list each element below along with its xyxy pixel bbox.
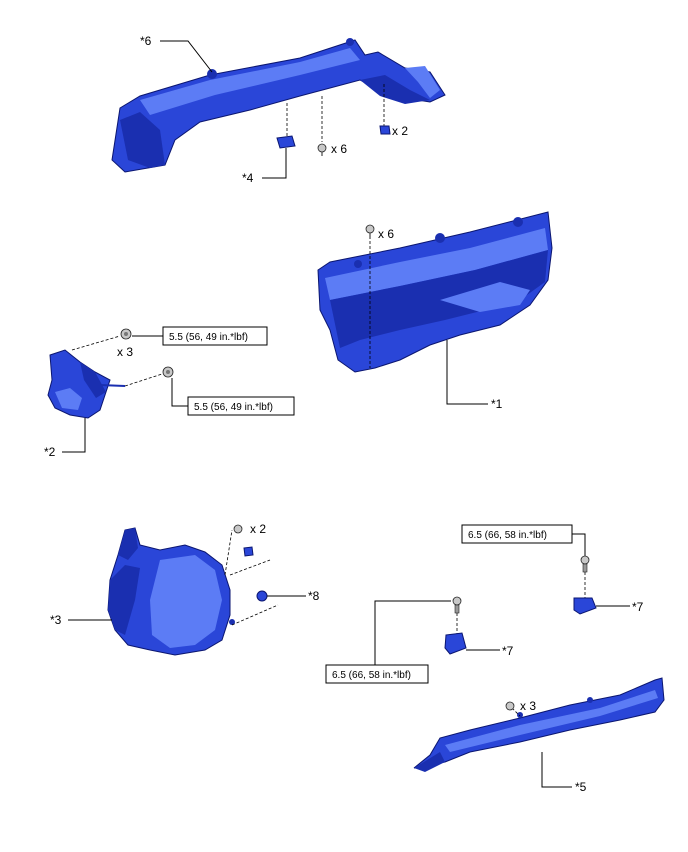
label-part-1: *1 — [491, 397, 503, 411]
part-7-bracket-upper — [573, 597, 597, 615]
quantity-sill-clip: x 3 — [520, 699, 536, 713]
quantity-top-clip: x 2 — [392, 124, 408, 138]
bolt-upper — [580, 555, 590, 573]
torque-box-2 — [187, 396, 295, 416]
quantity-side-clip: x 2 — [250, 522, 266, 536]
label-part-3: *3 — [50, 613, 62, 627]
quantity-top-screw: x 6 — [331, 142, 347, 156]
label-part-5: *5 — [575, 780, 587, 794]
part-3-quarter-cover — [107, 527, 235, 656]
label-part-4: *4 — [242, 171, 254, 185]
clip-fastener — [379, 125, 391, 135]
part-6-cross-member — [111, 38, 446, 173]
part-2-bracket — [47, 349, 126, 419]
bracket-bolt — [120, 328, 132, 340]
screw-fastener — [317, 143, 327, 156]
torque-spec-3: 6.5 (66, 58 in.*lbf) — [468, 530, 547, 541]
sill-clip — [505, 701, 515, 711]
bolt-lower — [452, 596, 462, 614]
part-4-clip — [276, 135, 296, 149]
label-part-6: *6 — [140, 34, 152, 48]
torque-spec-1: 5.5 (56, 49 in.*lbf) — [169, 332, 248, 343]
label-part-2: *2 — [44, 445, 56, 459]
quantity-bracket-bolt: x 3 — [117, 345, 133, 359]
bracket-nut — [162, 366, 174, 378]
torque-box-1 — [162, 326, 268, 346]
label-part-7-lower: *7 — [502, 644, 514, 658]
torque-spec-2: 5.5 (56, 49 in.*lbf) — [194, 402, 273, 413]
part-8-clip — [256, 590, 268, 602]
torque-spec-4: 6.5 (66, 58 in.*lbf) — [332, 670, 411, 681]
part-7-bracket-lower — [444, 632, 467, 655]
part-5-scuff-plate — [413, 677, 665, 772]
quantity-panel-screw: x 6 — [378, 227, 394, 241]
side-clip — [233, 524, 243, 534]
part-1-side-panel — [317, 211, 553, 373]
label-part-7-upper: *7 — [632, 600, 644, 614]
torque-box-4 — [325, 664, 429, 684]
panel-screw — [365, 224, 375, 239]
small-clip — [243, 546, 254, 557]
label-part-8: *8 — [308, 589, 320, 603]
